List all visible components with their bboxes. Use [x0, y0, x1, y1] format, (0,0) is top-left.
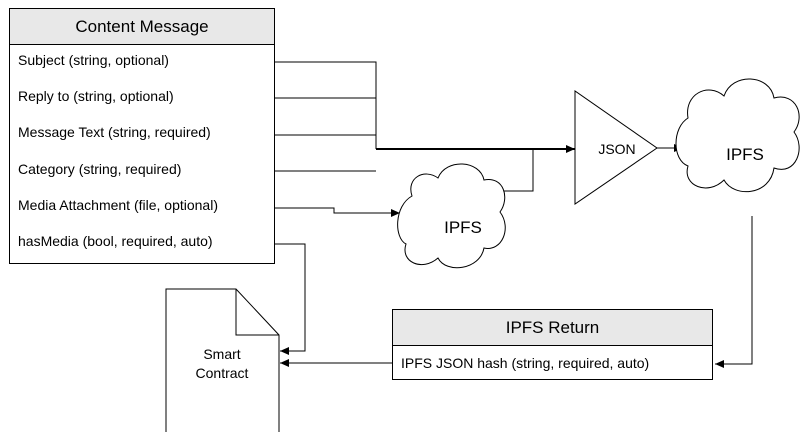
ipfs-to-return-arrow: [715, 216, 753, 368]
field-category: Category (string, required): [18, 160, 182, 177]
field-message-text: Message Text (string, required): [18, 124, 211, 141]
field-media-attachment: Media Attachment (file, optional): [18, 196, 218, 213]
field-ipfs-json-hash: IPFS JSON hash (string, required, auto): [401, 355, 650, 371]
ipfs-middle-label: IPFS: [444, 218, 482, 237]
ipfs-middle-to-json-line: [500, 149, 534, 192]
content-message-box: Content Message Subject (string, optiona…: [9, 8, 275, 264]
ipfs-return-title: IPFS Return: [393, 310, 712, 346]
json-triangle: [574, 90, 658, 205]
json-label: JSON: [598, 141, 635, 157]
smart-contract-document: [165, 288, 280, 432]
media-to-ipfs-arrow: [275, 207, 400, 217]
hasmedia-to-contract-arrow: [275, 243, 306, 355]
field-merge-bracket: [275, 61, 377, 172]
field-has-media: hasMedia (bool, required, auto): [18, 232, 213, 249]
ipfs-return-box: IPFS Return IPFS JSON hash (string, requ…: [392, 309, 713, 380]
ipfs-middle-cloud: [397, 163, 506, 269]
field-reply-to: Reply to (string, optional): [18, 88, 174, 105]
smart-contract-label-line2: Contract: [196, 365, 249, 381]
field-subject: Subject (string, optional): [18, 52, 169, 68]
content-message-title: Content Message: [10, 9, 274, 45]
ipfs-top-cloud: [675, 78, 800, 193]
smart-contract-label-line1: Smart: [203, 346, 240, 362]
ipfs-top-label: IPFS: [726, 145, 764, 164]
